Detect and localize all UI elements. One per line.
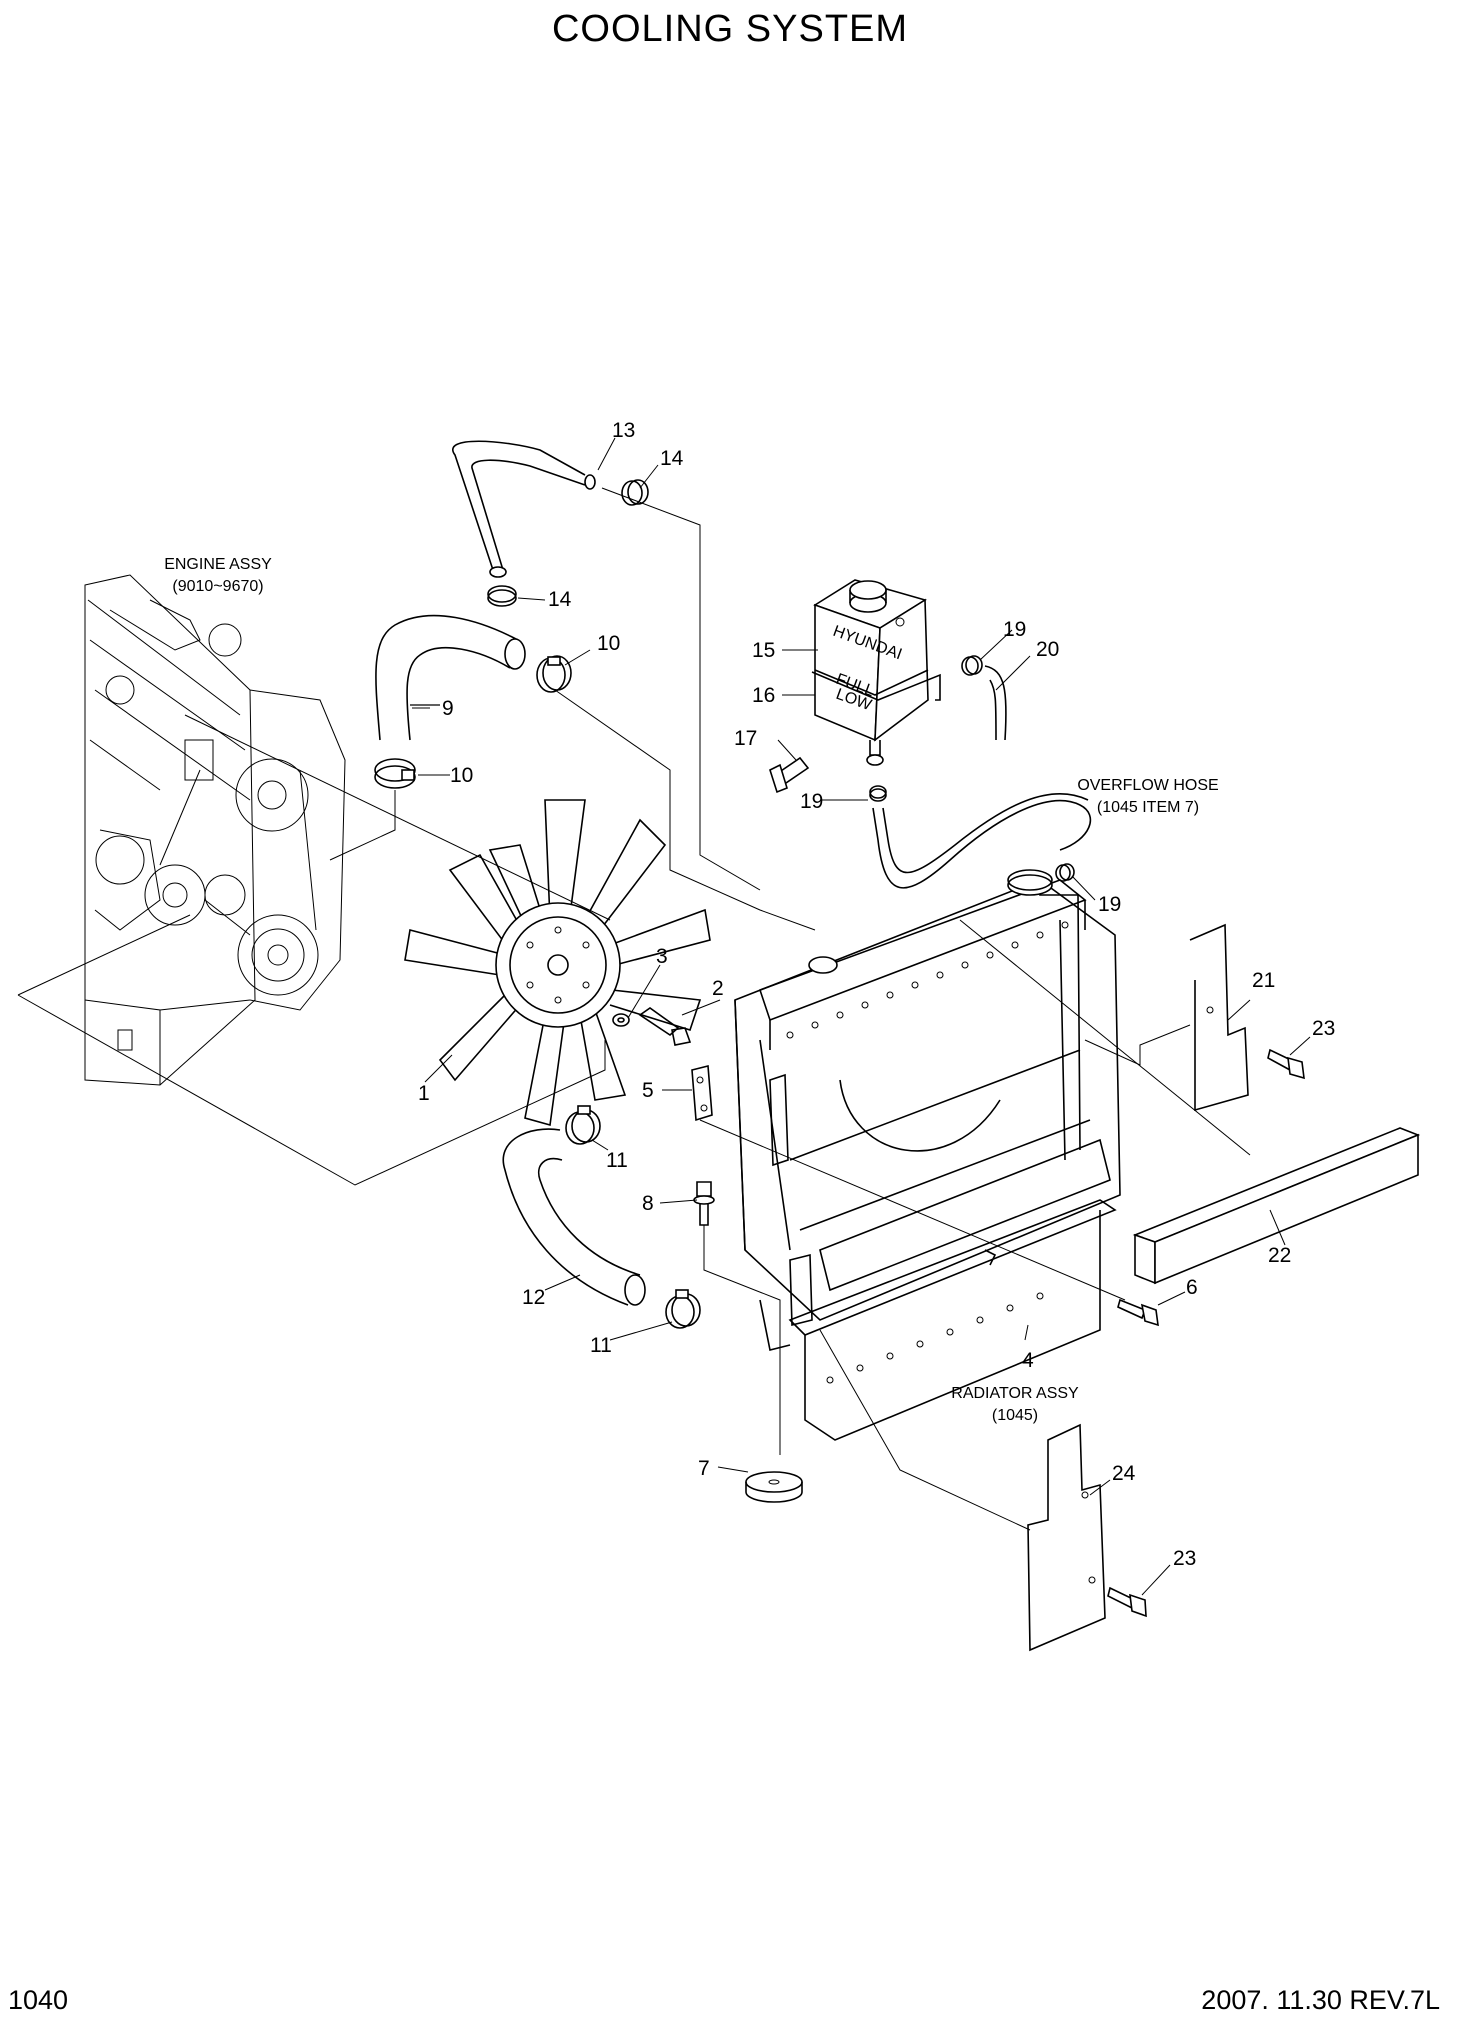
assembly-lines bbox=[184, 487, 1251, 1531]
bolt-23-upper bbox=[1267, 1048, 1305, 1080]
bolt-6 bbox=[1117, 1298, 1159, 1327]
callout-numbers: 1 2 3 4 5 6 7 8 9 10 10 11 11 12 13 14 1… bbox=[418, 419, 1335, 1570]
overflow-hose-ref: (1045 ITEM 7) bbox=[1097, 799, 1199, 816]
callout-23-upper: 23 bbox=[1312, 1017, 1335, 1040]
callout-19-tank-top: 19 bbox=[1003, 618, 1026, 641]
callout-3: 3 bbox=[656, 945, 668, 968]
callout-19-radiator: 19 bbox=[1098, 893, 1121, 916]
washer-3 bbox=[612, 1013, 630, 1027]
callout-17: 17 bbox=[734, 727, 757, 750]
radiator-assy-label: RADIATOR ASSY bbox=[951, 1385, 1079, 1402]
callout-15: 15 bbox=[752, 639, 775, 662]
callout-2: 2 bbox=[712, 977, 724, 1000]
overflow-hose-label: OVERFLOW HOSE bbox=[1077, 777, 1218, 794]
callout-leaders bbox=[412, 437, 1311, 1596]
callout-4: 4 bbox=[1022, 1349, 1034, 1372]
callout-7: 7 bbox=[698, 1457, 710, 1480]
callout-10-lower: 10 bbox=[450, 764, 473, 787]
bolt-2 bbox=[638, 1007, 692, 1046]
callout-12: 12 bbox=[522, 1286, 545, 1309]
callout-14-bottom: 14 bbox=[548, 588, 572, 611]
hose-clamp-19-c bbox=[1055, 863, 1075, 882]
hose-clamp-14-bottom bbox=[487, 585, 517, 607]
hose-clamp-19-a bbox=[961, 655, 983, 676]
bolt-8 bbox=[693, 1181, 715, 1226]
rubber-mount-7 bbox=[745, 1471, 803, 1503]
hose-clamp-10-lower bbox=[374, 758, 416, 789]
callout-20: 20 bbox=[1036, 638, 1059, 661]
callout-6: 6 bbox=[1186, 1276, 1198, 1299]
revision-date: 2007. 11.30 REV.7L bbox=[1201, 1985, 1440, 2015]
radiator-assy-ref: (1045) bbox=[992, 1407, 1038, 1424]
bracket-5 bbox=[691, 1064, 713, 1122]
plate-24 bbox=[1027, 1423, 1106, 1652]
plate-21 bbox=[1189, 923, 1249, 1112]
callout-16: 16 bbox=[752, 684, 775, 707]
callout-11-upper: 11 bbox=[606, 1149, 628, 1172]
page-title: COOLING SYSTEM bbox=[551, 8, 909, 50]
callout-9: 9 bbox=[442, 697, 454, 720]
reserve-tank-15 bbox=[811, 579, 941, 766]
callout-8: 8 bbox=[642, 1192, 654, 1215]
engine-assembly bbox=[17, 574, 606, 1186]
lower-hose-12 bbox=[502, 1128, 646, 1306]
callout-21: 21 bbox=[1252, 969, 1275, 992]
callout-5: 5 bbox=[642, 1079, 654, 1102]
callout-1: 1 bbox=[418, 1082, 430, 1105]
hose-clamp-11-lower bbox=[665, 1289, 701, 1329]
hose-clamp-10-upper bbox=[536, 655, 572, 693]
upper-hose-9 bbox=[375, 614, 526, 741]
callout-19-tank-outlet: 19 bbox=[800, 790, 823, 813]
hose-clamp-19-b bbox=[869, 785, 887, 802]
page-number: 1040 bbox=[8, 1985, 69, 2015]
overflow-hose bbox=[872, 792, 1092, 889]
bolt-23-lower bbox=[1107, 1586, 1147, 1618]
bypass-hose-13 bbox=[452, 440, 596, 578]
beam-22 bbox=[1132, 1127, 1421, 1285]
callout-14-top: 14 bbox=[660, 447, 684, 470]
callout-23-lower: 23 bbox=[1173, 1547, 1196, 1570]
hose-20 bbox=[984, 665, 1007, 741]
callout-10-upper: 10 bbox=[597, 632, 620, 655]
radiator-assembly-4 bbox=[734, 869, 1121, 1441]
engine-assy-label: ENGINE ASSY bbox=[164, 556, 272, 573]
callout-11-lower: 11 bbox=[590, 1334, 612, 1357]
callout-24: 24 bbox=[1112, 1462, 1136, 1485]
engine-assy-ref: (9010~9670) bbox=[172, 578, 263, 595]
callout-22: 22 bbox=[1268, 1244, 1291, 1267]
cooling-fan-1 bbox=[404, 799, 711, 1127]
hose-clamp-14-top bbox=[621, 479, 649, 506]
bolt-17 bbox=[769, 756, 810, 794]
callout-13: 13 bbox=[612, 419, 635, 442]
hose-clamp-11-upper bbox=[565, 1105, 601, 1145]
